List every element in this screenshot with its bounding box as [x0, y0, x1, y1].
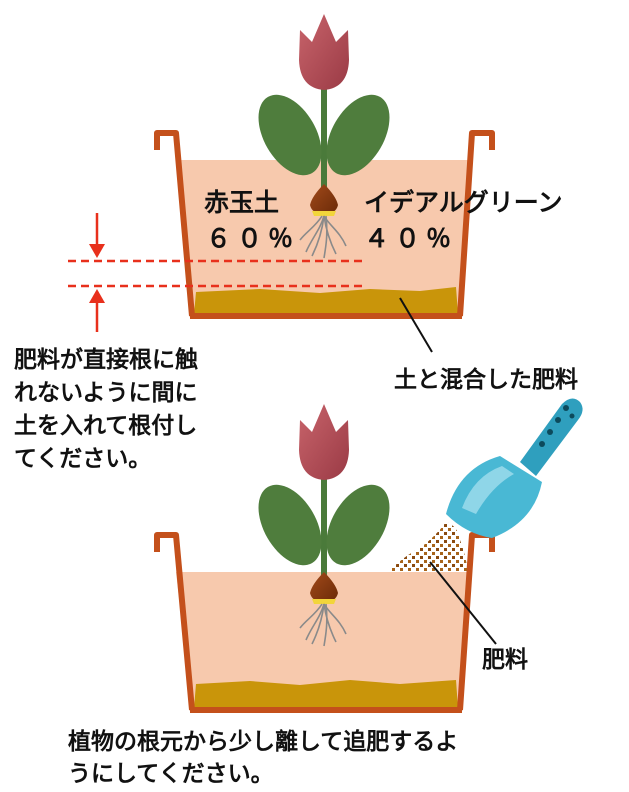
gap-indicator: [68, 213, 362, 332]
trowel-icon: [446, 398, 583, 538]
trowel-handle-holes: [539, 405, 575, 447]
top-pot-rim-left: [154, 130, 195, 317]
top-plant: [258, 14, 390, 259]
top-soil-fill: [176, 160, 472, 316]
caption-line-2: うにしてください。: [68, 761, 274, 787]
top-bulb: [310, 184, 338, 214]
gap-note-line-4: てください。: [14, 446, 152, 472]
top-bulb-base: [312, 211, 336, 216]
top-roots: [299, 215, 347, 259]
top-leaf-left: [258, 94, 322, 176]
bottom-leaf-right: [326, 484, 390, 566]
top-fertilizer-leader-line: [399, 297, 433, 353]
top-fertilizer-label: 土と混合した肥料: [394, 367, 578, 393]
bottom-bulb-base: [312, 599, 336, 604]
bottom-bulb: [310, 572, 338, 602]
bottom-roots: [299, 603, 347, 647]
top-leaf-right: [326, 94, 390, 176]
soil-left-name: 赤玉土: [204, 188, 280, 217]
trowel-blade: [446, 456, 542, 538]
bottom-plant: [258, 404, 390, 647]
bottom-fertilizer-layer: [194, 680, 458, 708]
gap-note-line-2: れないように間に: [14, 380, 198, 406]
gap-note-line-1: 肥料が直接根に触: [14, 347, 198, 373]
bottom-pot-rim-left: [154, 532, 195, 711]
soil-right-name: イデアルグリーン: [364, 188, 563, 217]
gap-note-line-3: 土を入れて根付し: [14, 413, 198, 439]
fertilizer-pile: [388, 522, 468, 572]
gap-arrow-up-head: [89, 289, 105, 303]
bottom-tulip-flower: [299, 404, 349, 480]
falling-fertilizer: [388, 522, 468, 572]
bottom-leaf-left: [258, 484, 322, 566]
gap-arrow-down-head: [89, 244, 105, 258]
trowel-handle: [520, 398, 583, 476]
bottom-fertilizer-label: 肥料: [482, 647, 528, 673]
bottom-fertilizer-leader-line: [429, 561, 497, 645]
caption-line-1: 植物の根元から少し離して追肥するよ: [68, 729, 459, 755]
top-tulip-flower: [299, 14, 349, 90]
top-pot-rim-right: [457, 130, 495, 317]
bottom-caption: 植物の根元から少し離して追肥するよ うにしてください。: [68, 726, 458, 790]
soil-right-percent: ４０％: [364, 224, 458, 253]
trowel-blade-highlight: [462, 466, 514, 514]
soil-left-percent: ６０％: [206, 224, 300, 253]
top-fertilizer-layer: [194, 287, 458, 314]
top-pot: [154, 130, 495, 319]
gap-note: 肥料が直接根に触 れないように間に 土を入れて根付し てください。: [14, 344, 198, 476]
